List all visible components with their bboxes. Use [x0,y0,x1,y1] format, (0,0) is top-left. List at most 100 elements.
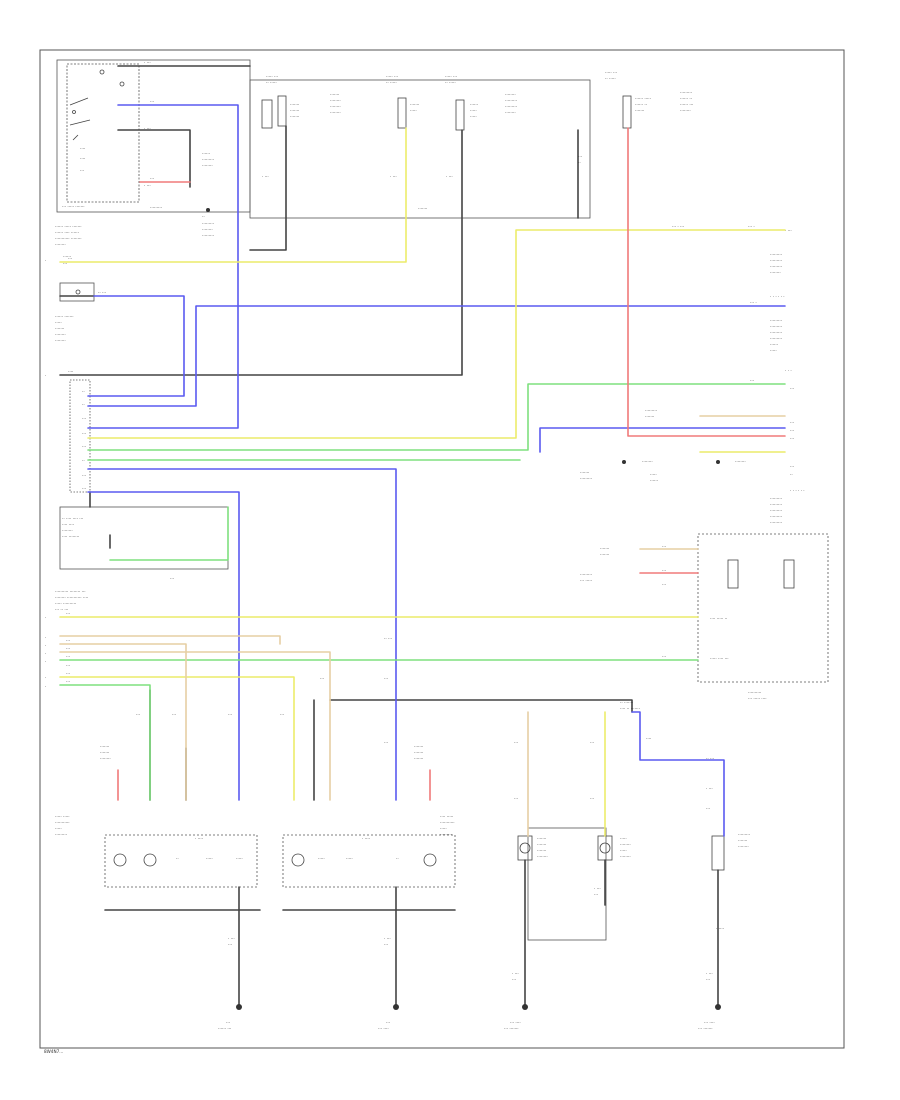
svg-text:· · · · · ·: · · · · · · [770,294,785,299]
svg-text:· ···: · ··· [228,936,235,941]
left-harness-caption: ·········· ········ ··· ········ ·······… [55,589,88,612]
svg-text:·: · [45,643,46,648]
svg-text:······: ······ [716,926,724,931]
svg-text:· ···: · ··· [262,174,269,179]
svg-text:·······: ······· [100,744,109,749]
svg-text:··: ·· [82,389,85,394]
svg-text:···: ··· [82,431,86,436]
svg-text:·····: ····· [236,856,243,861]
svg-text:···: ··· [706,977,710,982]
left-rear-combination-lamp: ···· ····· ··········· ····· ········· ·… [282,814,456,888]
svg-text:··· ·····: ··· ····· [580,578,592,583]
svg-text:·······: ······· [580,470,589,475]
svg-text:·········: ········· [202,221,214,226]
blue-wires [87,104,786,837]
top-right-relay: ······ ····· ······ ·· ······· ·········… [622,90,693,129]
svg-text:·········: ········· [680,90,692,95]
svg-text:····· ·····: ····· ····· [55,814,70,819]
svg-text:···: ··· [82,486,86,491]
svg-text:·········: ········· [770,508,782,513]
svg-text:········: ········ [735,459,746,464]
svg-text:·········: ········· [770,318,782,323]
light-switch-caption: ······ ····· ······· ······ ···· ······ … [55,224,82,266]
right-upper-labels: · ··· ········· ········· ········· ····… [770,228,805,493]
svg-text:·······: ······· [414,744,423,749]
svg-text:····· ···: ····· ··· [386,74,398,79]
svg-text:···: ··· [590,740,594,745]
svg-text:·········: ········· [770,336,782,341]
svg-text:········: ········ [330,104,341,109]
svg-text:·· ···: ·· ··· [706,756,714,761]
svg-text:··· ·······: ··· ······· [504,1026,519,1031]
svg-text:·········: ········· [770,496,782,501]
svg-text:······: ······ [63,254,71,259]
svg-text:···: ··· [662,544,666,549]
svg-text:····· ···: ····· ··· [605,70,617,75]
svg-text:········: ········ [505,92,516,97]
svg-text:· ···: · ··· [706,786,713,791]
svg-text:··: ·· [176,856,179,861]
svg-text:···: ··· [384,942,388,947]
svg-text:·········: ········· [505,104,517,109]
svg-text:········: ········ [202,163,213,168]
svg-text:········ ··········· ····: ········ ··········· ···· [55,595,88,600]
svg-text:·········: ········· [440,832,452,837]
svg-text:····· ··········: ····· ·········· [55,601,76,606]
svg-text:··: ·· [790,472,793,477]
svg-text:········: ········ [680,108,691,113]
high-mount-stop-lamp: ········· ······· ········ [711,832,750,871]
svg-text:··· ·······: ··· ······· [698,1026,713,1031]
svg-text:··: ·· [578,160,581,165]
svg-text:·: · [45,635,46,640]
svg-text:·········: ········· [770,330,782,335]
svg-text:······ ···: ······ ··· [680,102,693,107]
svg-text:· ···: · ··· [144,183,151,188]
svg-text:·····: ····· [470,114,477,119]
svg-text:·· ·····: ·· ····· [266,80,277,85]
svg-text:··· ····· ·······: ··· ····· ······· [62,204,85,209]
right-rear-combination-lamp: ····· ····· ··········· ····· ········· … [55,814,258,888]
svg-text:····· ···· ···: ····· ···· ··· [710,656,729,661]
svg-text:······ ··: ······ ·· [635,102,647,107]
svg-text:···: ··· [66,638,70,643]
svg-text:·······: ······· [418,206,427,211]
svg-text:········: ········ [55,332,66,337]
svg-text:···: ··· [790,386,794,391]
svg-text:·······: ······· [537,842,546,847]
combination-lamp-labels: ······· ······· ········ ······· ·······… [100,700,640,761]
svg-text:···: ··· [662,582,666,587]
svg-text:···: ··· [66,654,70,659]
svg-text:······ ·······: ······ ······· [55,314,74,319]
svg-text:·······: ······· [414,756,423,761]
svg-text:········: ········ [330,110,341,115]
svg-text:·····: ····· [55,320,62,325]
svg-text:···: ··· [66,663,70,668]
svg-text:·······: ······· [290,102,299,107]
svg-text:···· ········: ···· ········ [62,534,79,539]
svg-text:·······: ······· [330,92,339,97]
svg-text:···: ··· [386,1020,390,1025]
svg-text:·····: ····· [346,856,353,861]
svg-text:······ ···: ······ ··· [218,1026,231,1031]
license-plate-lamps: ······· ······· ······· ········ ····· ·… [517,827,631,941]
svg-text:··· ·: ··· · [750,300,757,305]
svg-text:· ····: · ···· [362,836,370,841]
svg-text:·: · [45,258,46,263]
svg-text:···: ··· [82,473,86,478]
svg-text:········: ········ [738,844,749,849]
svg-text:· · ·: · · · [785,368,792,373]
svg-text:·········: ········· [202,233,214,238]
svg-text:·····: ····· [318,856,325,861]
svg-text:··· ····: ··· ···· [378,1026,389,1031]
svg-text:·········: ········· [770,252,782,257]
svg-text:·: · [45,675,46,680]
svg-text:·····: ····· [620,848,627,853]
svg-text:········: ········ [202,227,213,232]
svg-text:·········: ········· [738,832,750,837]
svg-text:· ···: · ··· [594,886,601,891]
svg-text:···· ····: ···· ···· [62,522,74,527]
svg-text:·········: ········· [150,205,162,210]
svg-text:···: ··· [662,568,666,573]
svg-text:··· ·· ···: ··· ·· ··· [55,607,68,612]
svg-text:···: ··· [170,576,174,581]
